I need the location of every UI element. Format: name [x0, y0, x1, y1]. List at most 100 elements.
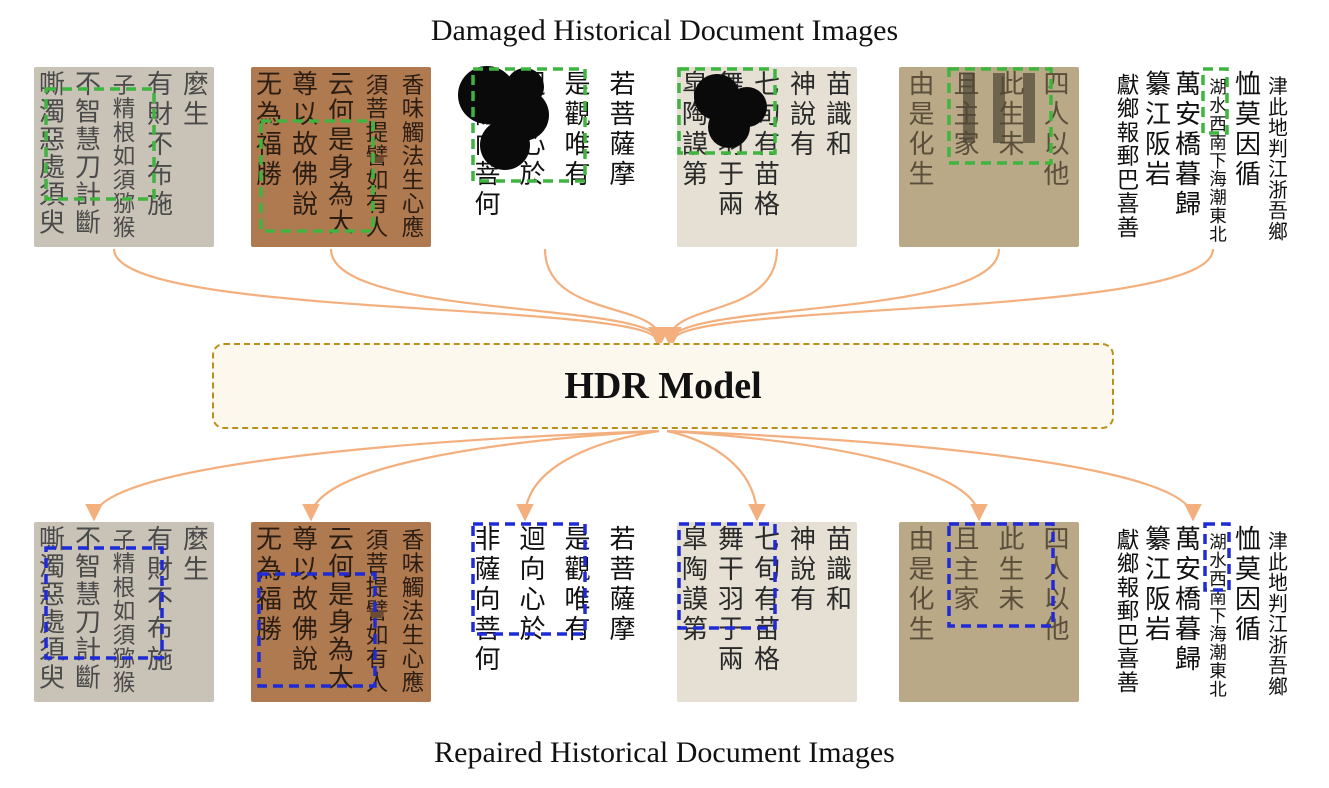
glyph: 此 — [998, 525, 1024, 555]
glyph: 大 — [328, 663, 354, 693]
glyph: 此 — [1268, 96, 1288, 119]
glyph: 觸 — [402, 120, 425, 146]
glyph: 无 — [256, 70, 282, 100]
glyph: 獻 — [1117, 73, 1140, 99]
input-arrow — [660, 248, 779, 345]
ink-blot — [480, 120, 530, 170]
glyph: 處 — [39, 153, 65, 183]
input-arrows — [112, 248, 1215, 345]
glyph: 有 — [147, 525, 173, 555]
glyph: 佛 — [292, 615, 318, 645]
glyph: 他 — [1043, 160, 1069, 190]
glyph: 薩 — [609, 585, 635, 615]
repaired-region-box — [44, 546, 164, 660]
glyph: 於 — [519, 615, 545, 645]
glyph: 浙 — [1268, 634, 1288, 657]
glyph: 須 — [39, 636, 65, 666]
repaired-region-box — [257, 572, 377, 688]
glyph: 提 — [366, 120, 389, 146]
damaged-region-box — [1201, 67, 1229, 135]
glyph: 湖 — [1209, 78, 1227, 98]
repaired-region-box — [947, 522, 1055, 628]
glyph: 布 — [147, 160, 173, 190]
glyph: 惡 — [39, 580, 65, 610]
glyph: 摩 — [609, 160, 635, 190]
glyph: 海 — [1209, 170, 1227, 190]
glyph: 喜 — [1117, 647, 1140, 673]
glyph: 鄉 — [1268, 675, 1288, 698]
glyph: 猕 — [113, 192, 136, 218]
glyph: 若 — [609, 525, 635, 555]
glyph: 如 — [113, 599, 136, 625]
glyph: 如 — [366, 623, 389, 649]
glyph: 地 — [1268, 572, 1288, 595]
glyph: 江 — [1145, 555, 1171, 585]
glyph: 臾 — [39, 663, 65, 693]
glyph: 有 — [366, 647, 389, 673]
glyph: 纂 — [1145, 70, 1171, 100]
glyph: 何 — [328, 553, 354, 583]
glyph: 暮 — [1175, 615, 1201, 645]
hdr-model-label: HDR Model — [564, 365, 762, 407]
glyph: 南 — [1209, 588, 1227, 608]
glyph: 吾 — [1268, 655, 1288, 678]
glyph: 歸 — [1175, 645, 1201, 675]
glyph: 法 — [402, 599, 425, 625]
glyph: 北 — [1209, 681, 1227, 701]
glyph: 潮 — [1209, 644, 1227, 664]
glyph: 阪 — [1145, 585, 1171, 615]
stain-mark — [963, 73, 975, 143]
glyph: 未 — [998, 585, 1024, 615]
glyph: 麼 — [183, 70, 209, 100]
glyph: 此 — [1268, 551, 1288, 574]
glyph: 判 — [1268, 592, 1288, 615]
stain-mark — [1023, 73, 1035, 143]
glyph: 須 — [366, 528, 389, 554]
glyph: 智 — [75, 98, 101, 128]
damaged-caption: Damaged Historical Document Images — [430, 14, 899, 47]
glyph: 神 — [790, 525, 816, 555]
glyph: 海 — [1209, 625, 1227, 645]
glyph: 佛 — [292, 160, 318, 190]
glyph: 因 — [1235, 585, 1261, 615]
input-arrow — [112, 248, 666, 345]
glyph: 恤 — [1235, 525, 1261, 555]
glyph: 无 — [256, 525, 282, 555]
glyph: 處 — [39, 608, 65, 638]
repaired-region-box — [1203, 522, 1231, 592]
glyph: 如 — [366, 168, 389, 194]
glyph: 西 — [1209, 115, 1227, 135]
glyph: 不 — [147, 585, 173, 615]
glyph: 香 — [402, 528, 425, 554]
glyph: 識 — [826, 555, 852, 585]
glyph: 菩 — [366, 552, 389, 578]
glyph: 岩 — [1145, 615, 1171, 645]
glyph: 味 — [402, 97, 425, 123]
glyph: 應 — [402, 215, 425, 241]
output-arrow — [302, 429, 660, 522]
tile-background — [677, 522, 857, 702]
glyph: 菩 — [474, 615, 500, 645]
glyph: 說 — [790, 555, 816, 585]
glyph: 水 — [1209, 96, 1227, 116]
glyph: 歸 — [1175, 190, 1201, 220]
glyph: 濁 — [39, 553, 65, 583]
input-arrow — [664, 248, 1215, 345]
glyph: 苗 — [826, 70, 852, 100]
glyph: 下 — [1209, 152, 1227, 172]
glyph: 是 — [908, 100, 934, 130]
glyph: 獻 — [1117, 528, 1140, 554]
repaired-region-box — [677, 522, 777, 630]
glyph: 猴 — [113, 215, 136, 241]
glyph: 以 — [292, 100, 318, 130]
glyph: 智 — [75, 553, 101, 583]
glyph: 皐 — [682, 525, 708, 555]
glyph: 生 — [183, 555, 209, 585]
glyph: 苗 — [826, 525, 852, 555]
glyph: 尊 — [292, 70, 318, 100]
glyph: 不 — [147, 130, 173, 160]
